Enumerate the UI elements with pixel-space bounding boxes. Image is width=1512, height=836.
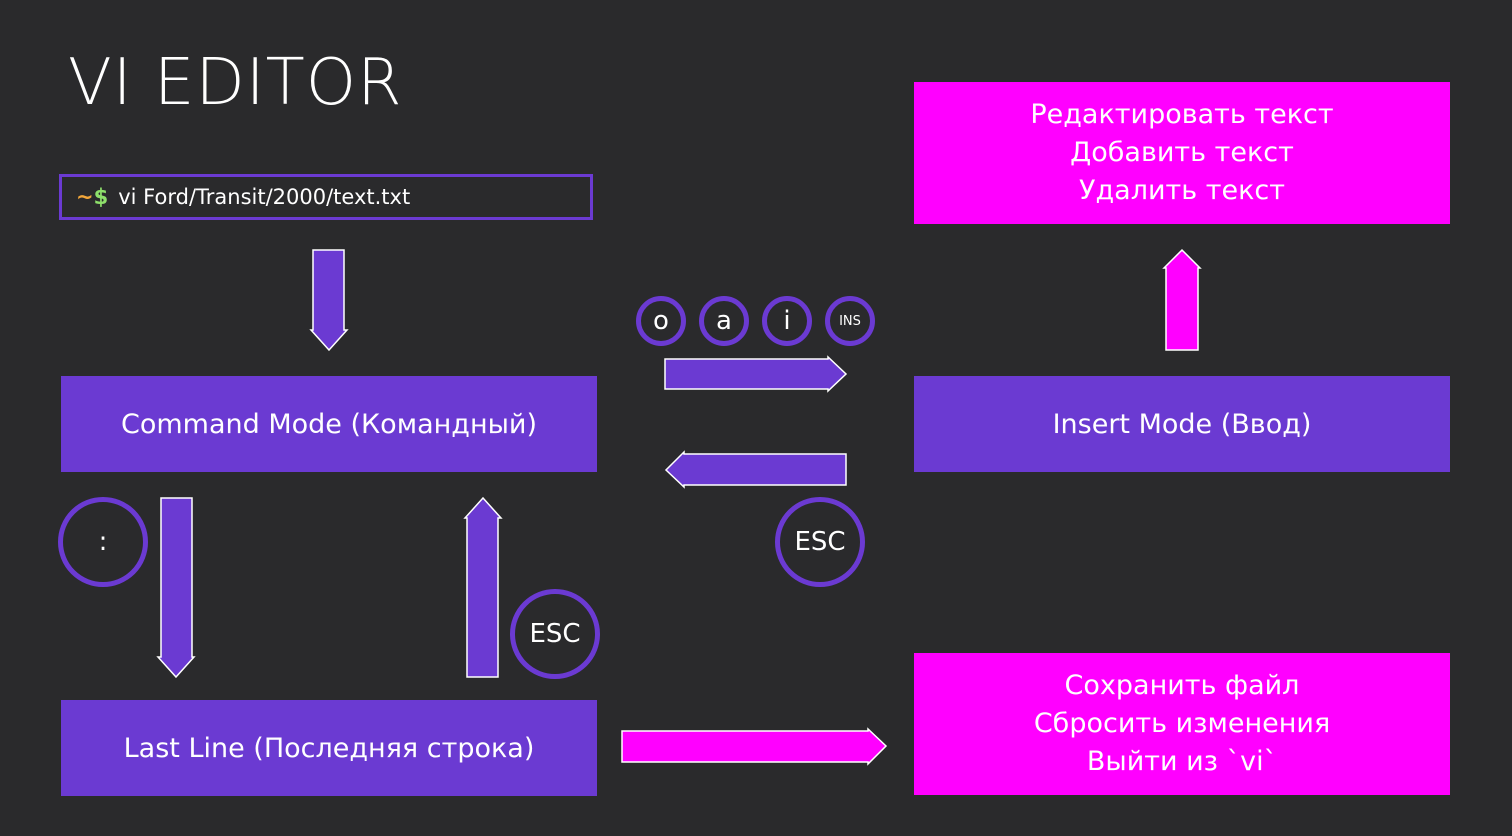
arrow-command-to-last-line xyxy=(156,497,196,679)
arrow-insert-to-actions xyxy=(1162,248,1202,351)
key-esc-last-line: ESC xyxy=(510,589,600,679)
last-line-action-save: Сохранить файл xyxy=(1064,670,1300,701)
key-i: i xyxy=(762,296,812,346)
key-colon: : xyxy=(58,497,148,587)
terminal-command: vi Ford/Transit/2000/text.txt xyxy=(118,185,411,209)
last-line-actions-box: Сохранить файл Сбросить изменения Выйти … xyxy=(914,653,1450,795)
insert-actions-box: Редактировать текст Добавить текст Удали… xyxy=(914,82,1450,224)
insert-action-delete: Удалить текст xyxy=(1079,175,1285,206)
key-o: o xyxy=(636,296,686,346)
arrow-command-to-insert xyxy=(664,355,848,393)
command-mode-box: Command Mode (Командный) xyxy=(61,376,597,472)
key-ins: INS xyxy=(825,296,875,346)
last-line-action-quit: Выйти из `vi` xyxy=(1086,746,1278,777)
insert-mode-box: Insert Mode (Ввод) xyxy=(914,376,1450,472)
last-line-action-discard: Сбросить изменения xyxy=(1033,708,1331,739)
key-a: a xyxy=(699,296,749,346)
key-esc-insert: ESC xyxy=(775,497,865,587)
terminal-tilde: ~ xyxy=(76,185,94,209)
insert-action-edit: Редактировать текст xyxy=(1030,99,1334,130)
arrow-insert-to-command xyxy=(664,450,847,489)
arrow-terminal-to-command xyxy=(309,249,349,352)
slide-title: VI EDITOR xyxy=(68,46,403,120)
arrow-last-line-to-command xyxy=(463,496,503,678)
insert-action-add: Добавить текст xyxy=(1070,137,1294,168)
arrow-last-line-to-actions xyxy=(621,727,888,766)
last-line-mode-box: Last Line (Последняя строка) xyxy=(61,700,597,796)
terminal-prompt: $ xyxy=(93,185,109,209)
terminal-command-box: ~ $ vi Ford/Transit/2000/text.txt xyxy=(59,174,593,220)
